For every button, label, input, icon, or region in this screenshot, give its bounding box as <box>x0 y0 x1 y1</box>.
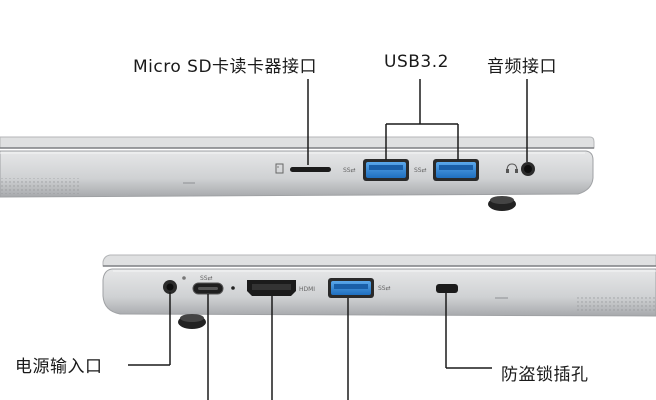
hdmi-mark: HDMI <box>299 286 315 293</box>
micro-sd-slot <box>290 167 331 172</box>
label-audio: 音频接口 <box>487 57 557 77</box>
audio-jack <box>521 162 535 176</box>
usb-ss-icon: SS⇄ <box>414 167 427 174</box>
label-lock-slot: 防盗锁插孔 <box>501 365 589 385</box>
laptop-bottom-view: SS⇄ HDMI SS⇄ <box>102 254 656 329</box>
callouts-bottom <box>128 292 492 400</box>
usb-port-1 <box>363 159 409 181</box>
usb-a-port <box>328 278 374 298</box>
type-c-icon: SS⇄ <box>200 275 213 282</box>
usb-ss-icon: SS⇄ <box>378 285 391 292</box>
power-led-icon <box>182 276 186 280</box>
sd-card-icon <box>275 163 284 174</box>
svg-text:SS⇄: SS⇄ <box>378 285 391 292</box>
svg-text:SS⇄: SS⇄ <box>414 167 427 174</box>
callouts-top <box>307 79 528 165</box>
svg-text:SS⇄: SS⇄ <box>200 275 213 282</box>
label-usb32: USB3.2 <box>384 52 449 72</box>
dc-power-jack <box>163 280 177 294</box>
lock-slot-icon <box>436 284 458 293</box>
usb-ss-icon: SS⇄ <box>343 167 356 174</box>
label-micro-sd: Micro SD卡读卡器接口 <box>133 57 318 77</box>
headphone-icon <box>506 163 518 173</box>
svg-text:SS⇄: SS⇄ <box>343 167 356 174</box>
hdmi-port <box>247 280 296 296</box>
laptop-top-view: SS⇄ SS⇄ <box>0 136 595 211</box>
label-power-input: 电源输入口 <box>15 357 103 377</box>
usb-port-2 <box>433 159 479 181</box>
